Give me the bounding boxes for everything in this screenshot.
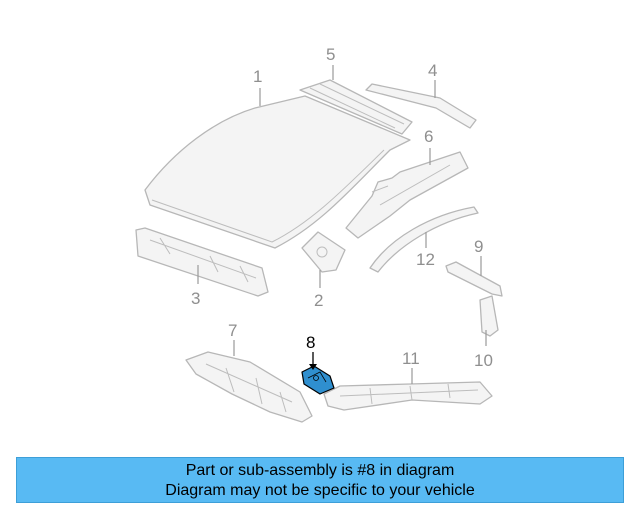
part-4-rail-reinforcement[interactable] <box>365 83 477 129</box>
callout-11[interactable]: 11 <box>402 349 420 368</box>
part-5-windshield-header[interactable] <box>299 79 413 135</box>
callout-5[interactable]: 5 <box>326 45 335 64</box>
parts-diagram: 1 5 4 6 12 3 2 9 10 <box>135 45 503 423</box>
callout-10[interactable]: 10 <box>474 351 493 370</box>
part-8-highlighted[interactable] <box>301 365 335 395</box>
part-1-roof-panel[interactable] <box>144 95 411 249</box>
part-11-cross-member[interactable] <box>323 381 493 411</box>
callout-8[interactable]: 8 <box>306 333 315 352</box>
part-9-bracket[interactable] <box>445 261 503 297</box>
part-2-bracket[interactable] <box>301 231 346 273</box>
part-12-roof-bow[interactable] <box>369 206 479 273</box>
banner-line-1: Part or sub-assembly is #8 in diagram <box>185 462 455 479</box>
callout-1[interactable]: 1 <box>253 67 262 86</box>
callout-7[interactable]: 7 <box>228 321 237 340</box>
callout-12[interactable]: 12 <box>416 250 435 269</box>
part-3-rear-header[interactable] <box>135 227 269 297</box>
arrow-8-icon <box>309 364 317 370</box>
callout-6[interactable]: 6 <box>424 127 433 146</box>
info-banner: Part or sub-assembly is #8 in diagram Di… <box>16 457 624 503</box>
banner-line-2: Diagram may not be specific to your vehi… <box>165 482 475 499</box>
callout-9[interactable]: 9 <box>474 237 483 256</box>
part-7-side-panel[interactable] <box>185 351 313 423</box>
callout-3[interactable]: 3 <box>191 289 200 308</box>
callout-4[interactable]: 4 <box>428 61 437 80</box>
part-10-support[interactable] <box>479 295 499 337</box>
callout-2[interactable]: 2 <box>314 291 323 310</box>
part-6-side-rail[interactable] <box>345 151 469 239</box>
